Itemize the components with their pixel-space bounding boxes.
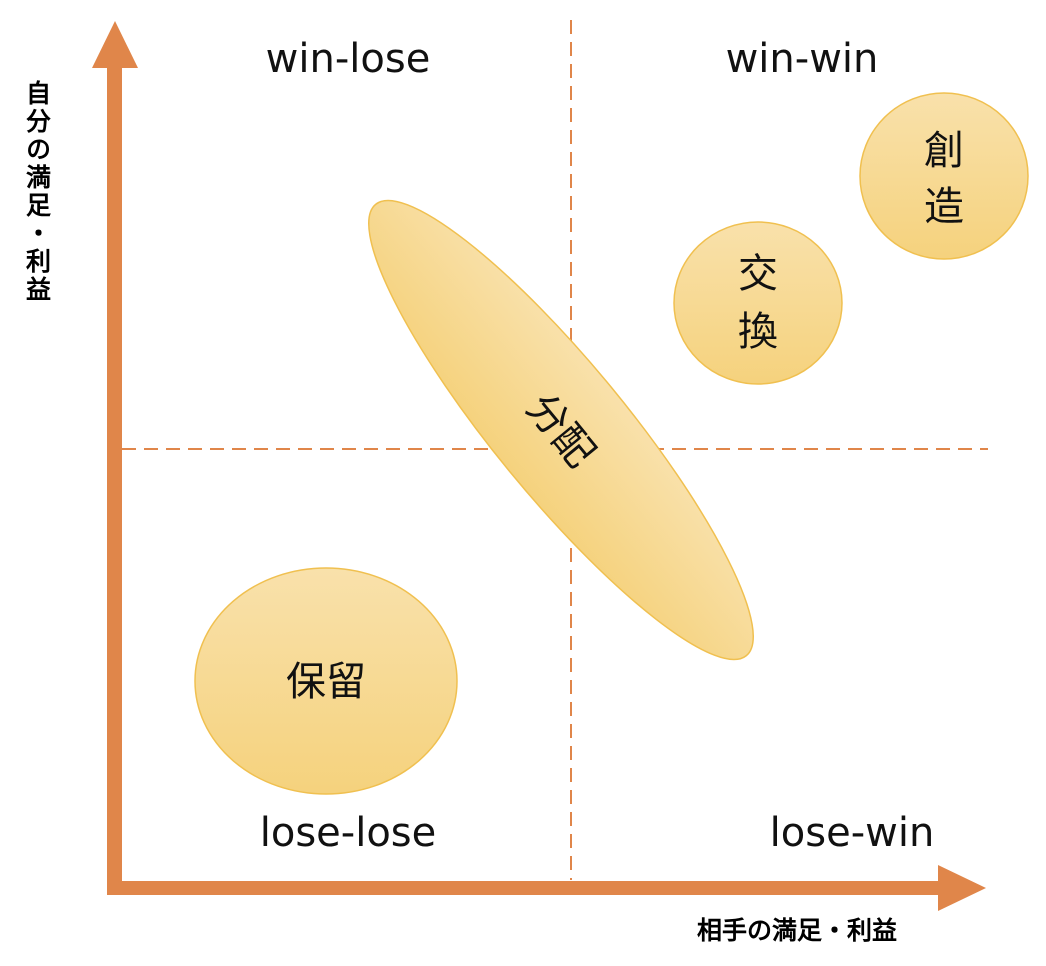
- reserve-ellipse: [194, 567, 458, 795]
- distribution-ellipse: [368, 199, 754, 661]
- exchange-circle: [673, 221, 843, 385]
- x-axis-arrowhead: [938, 865, 986, 911]
- creation-label-2: 造: [924, 184, 964, 230]
- creation-label-1: 創: [924, 128, 964, 174]
- y-axis-arrowhead: [92, 21, 138, 68]
- exchange-label-2: 換: [738, 309, 778, 355]
- quadrant-win-win: win-win: [726, 36, 879, 82]
- quadrant-win-lose: win-lose: [266, 36, 431, 82]
- quadrant-lose-win: lose-win: [770, 810, 935, 856]
- reserve-label: 保留: [286, 659, 366, 705]
- exchange-label-1: 交: [738, 251, 778, 297]
- y-axis: [107, 64, 122, 895]
- quadrant-lose-lose: lose-lose: [260, 810, 437, 856]
- creation-circle: [859, 92, 1029, 260]
- y-axis-label: 自分の満足・利益: [23, 80, 52, 304]
- x-axis: [107, 881, 942, 895]
- x-axis-label: 相手の満足・利益: [697, 916, 897, 945]
